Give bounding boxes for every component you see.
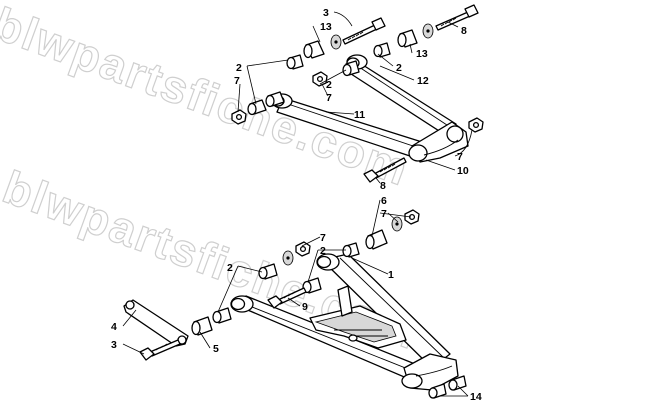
lower-arm-shock-mount (337, 285, 353, 317)
callout-2-lower-mid: 2 (320, 245, 326, 257)
callout-2-right: 2 (396, 62, 402, 74)
upper-rear-bushing-right (373, 42, 391, 58)
callout-6: 6 (381, 195, 387, 207)
callout-12: 12 (417, 75, 429, 87)
callout-9: 9 (302, 301, 308, 313)
callout-7-left: 7 (234, 75, 240, 87)
lower-bolt-9 (267, 287, 307, 309)
lower-bolt-3 (139, 339, 181, 361)
upper-a-arm-assembly (231, 4, 484, 183)
callout-5: 5 (213, 343, 219, 355)
upper-washer-right (422, 23, 434, 39)
lower-a-arm-assembly (123, 209, 467, 399)
lower-washer-right (391, 216, 403, 232)
callout-8-top: 8 (461, 25, 467, 37)
upper-arm-ball-joint-end (408, 121, 469, 163)
callout-7-lower-right: 7 (381, 208, 387, 220)
callout-8-bottom: 8 (380, 180, 386, 192)
lower-arm-front-pivot (230, 295, 254, 313)
callout-7-mid: 7 (326, 92, 332, 104)
lower-sleeve-5 (191, 316, 213, 336)
callout-4: 4 (111, 321, 117, 333)
upper-sleeve-right (397, 29, 418, 48)
stabilizer-link-4 (123, 299, 189, 347)
callout-13-a: 13 (320, 21, 332, 33)
lower-bushing-left-front (212, 307, 232, 324)
callout-13-b: 13 (416, 48, 428, 60)
ball-joint-bushing-left (428, 383, 447, 399)
callout-2-left: 2 (236, 62, 242, 74)
upper-bolt-3 (342, 17, 386, 45)
callout-10: 10 (457, 165, 469, 177)
upper-lower-bolt-8 (363, 157, 407, 183)
lower-bushing-right (342, 242, 360, 258)
upper-front-bushing-outer (247, 99, 267, 116)
callout-2-mid: 2 (326, 79, 332, 91)
lower-arm-gusset (309, 305, 407, 349)
upper-rear-bushing-left (286, 54, 304, 70)
callout-11: 11 (354, 109, 365, 121)
callout-1: 1 (388, 269, 394, 281)
callout-7-lower-mid: 7 (320, 232, 326, 244)
upper-nut-right (468, 117, 484, 133)
watermark-top: blwpartsfiche.com (0, 0, 416, 196)
lower-arm-ball-joint-end (401, 353, 459, 391)
upper-bolt-8 (435, 4, 479, 31)
lower-nut-left (295, 241, 311, 257)
leader-lines (122, 11, 473, 397)
callout-7-right: 7 (457, 151, 463, 163)
lower-arm-rear-pivot (316, 253, 340, 271)
callout-2-lower-left: 2 (227, 262, 233, 274)
callout-14: 14 (470, 391, 482, 403)
upper-nut-left (231, 109, 247, 125)
lower-nut-right (404, 209, 420, 225)
ball-joint-bushing-right (448, 375, 467, 391)
callout-3-bottom: 3 (111, 339, 117, 351)
lower-washer-left (282, 250, 294, 266)
callout-3-top: 3 (323, 7, 329, 19)
lower-sleeve-6 (365, 229, 388, 250)
upper-sleeve-left (303, 40, 325, 59)
lower-bushing-left-rear (258, 263, 278, 280)
upper-rear-bushing-mid (342, 60, 360, 77)
upper-front-bushing-inner (265, 91, 285, 108)
callout-labels: 3 8 13 13 2 7 2 7 2 12 11 7 10 8 6 7 7 2… (111, 7, 482, 403)
upper-washer-left (330, 34, 342, 50)
